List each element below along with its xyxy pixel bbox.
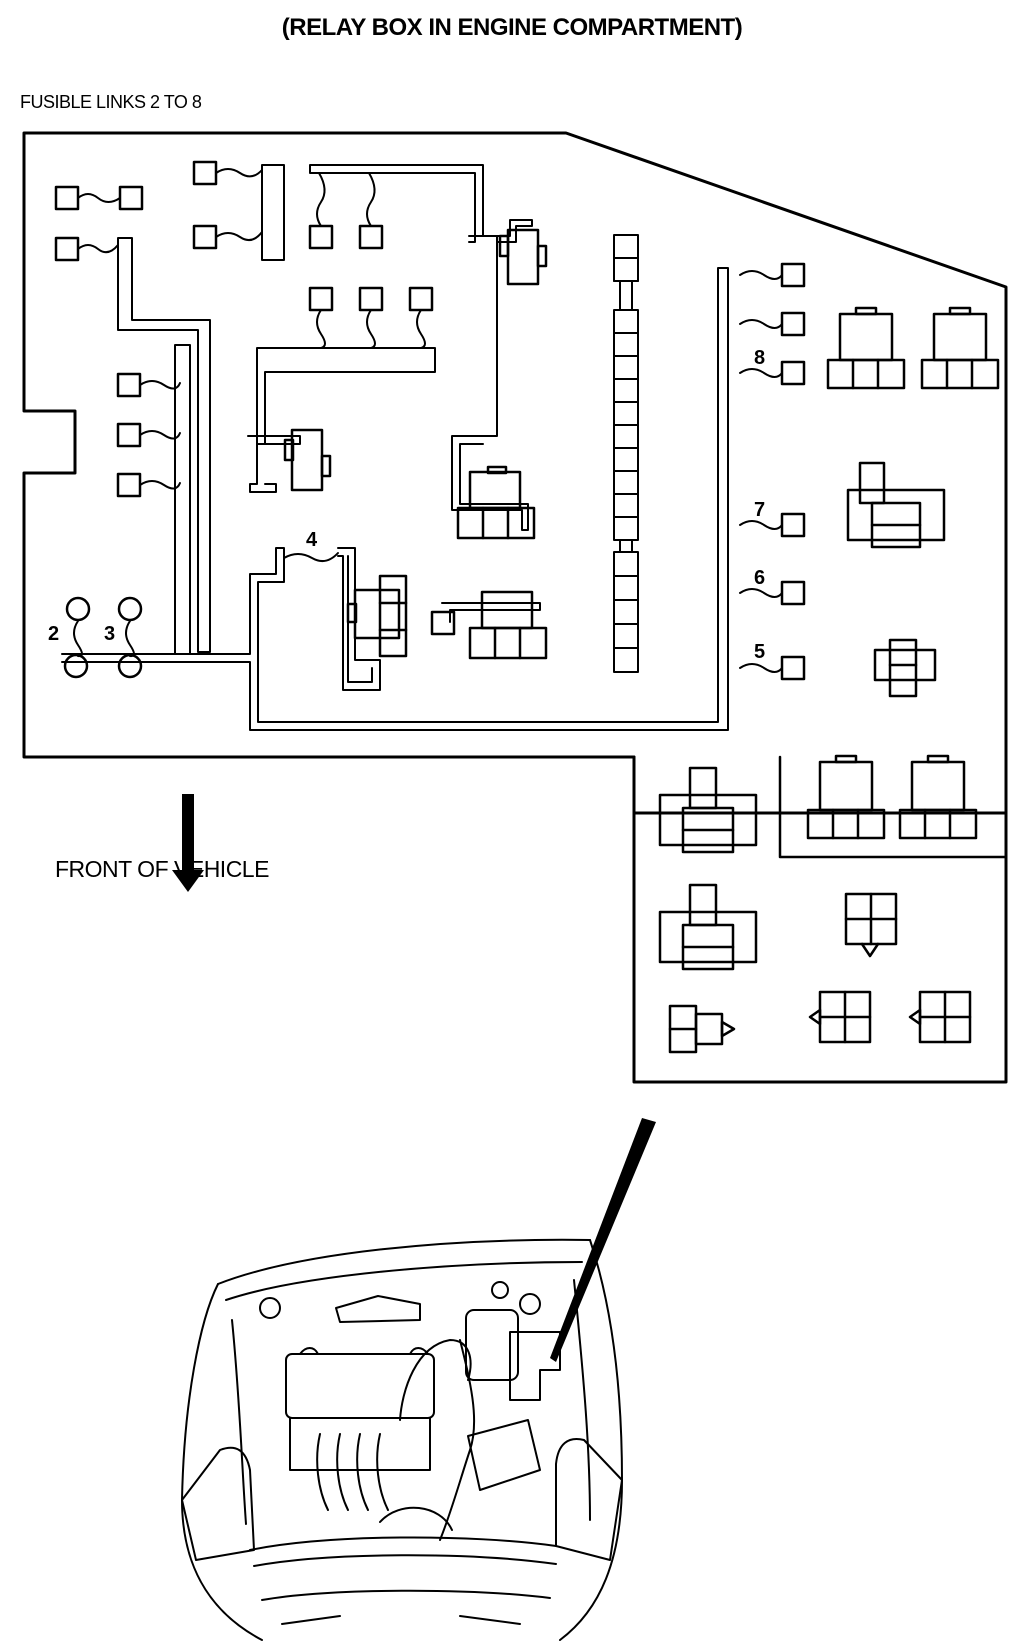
front-of-vehicle-label: FRONT OF VEHICLE	[55, 856, 269, 882]
fusible-links-heading: FUSIBLE LINKS 2 TO 8	[20, 92, 202, 112]
link-label-6: 6	[754, 567, 765, 589]
diagram-title: (RELAY BOX IN ENGINE COMPARTMENT)	[281, 14, 743, 41]
link-label-8: 8	[754, 347, 765, 369]
link-label-4: 4	[306, 529, 318, 551]
fusible-link-terminals	[63, 596, 143, 679]
link-label-5: 5	[754, 641, 765, 663]
link-label-7: 7	[754, 499, 765, 521]
fuses-top-left	[54, 160, 456, 636]
fusible-wires	[73, 168, 783, 673]
relay-box-extension	[632, 755, 1008, 1084]
vehicle-engine-bay-icon	[181, 1238, 623, 1641]
arrow-down-icon	[172, 794, 204, 892]
link-label-3: 3	[104, 623, 115, 645]
fuse-strip	[613, 234, 639, 673]
relays	[283, 228, 1000, 1054]
link-label-2: 2	[48, 623, 59, 645]
relay-box-outline	[22, 131, 1008, 815]
fuses-right	[780, 262, 806, 681]
extension-divider	[778, 755, 1008, 859]
